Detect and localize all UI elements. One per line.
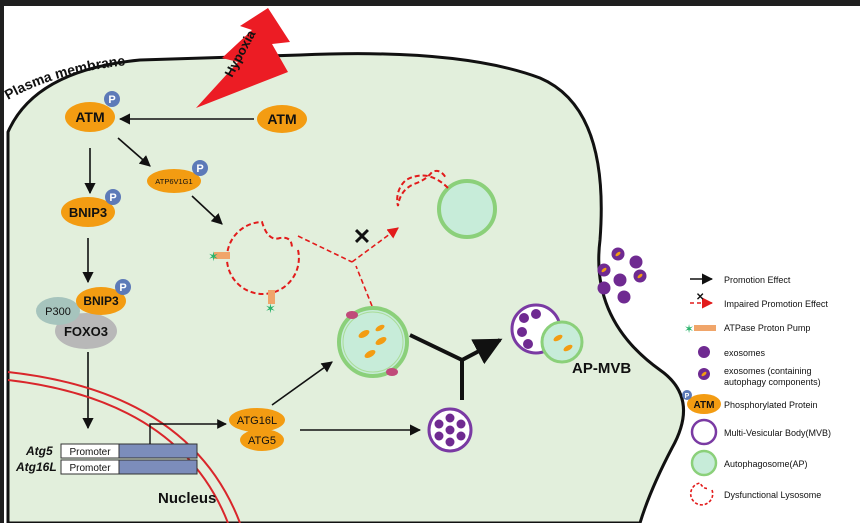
left-edge [0, 0, 4, 523]
atg16l-gene-body [118, 459, 198, 475]
atg16l-protein [229, 408, 285, 432]
ap-mvb-label: AP-MVB [572, 360, 631, 377]
fusion-arrow [461, 338, 503, 365]
phospho-badge-atm [104, 91, 120, 107]
svg-text:P: P [685, 393, 690, 400]
bnip3-protein [61, 197, 115, 227]
nucleus-envelope-outer [7, 371, 241, 524]
exosome-cluster [597, 247, 647, 304]
legend-pump-text: ATPase Proton Pump [724, 323, 810, 333]
legend-mvb-icon [690, 418, 718, 446]
ap-mvb-ap [540, 320, 584, 364]
p300-protein [36, 297, 80, 325]
atm-phospho-label: ATM [75, 109, 104, 125]
legend-ap-text: Autophagosome(AP) [724, 459, 808, 469]
p300-label: P300 [45, 306, 71, 318]
phospho-badge-bnip3-complex [115, 279, 131, 295]
svg-text:✕: ✕ [696, 292, 704, 303]
ap-cargo-4 [375, 324, 385, 332]
legend-exosome-icon [698, 346, 710, 358]
ap-membrane-mark-1 [346, 311, 358, 319]
bnip3-label: BNIP3 [69, 205, 107, 220]
legend-exosome-auto-text: exosomes (containing autophagy component… [724, 366, 821, 387]
bnip3-complex-label: BNIP3 [83, 294, 119, 308]
arrow-atm-to-atp6v1g1 [117, 137, 151, 167]
legend-promotion-text: Promotion Effect [724, 275, 791, 285]
phospho-badge-bnip3 [105, 189, 121, 205]
atm-phospho-protein [65, 102, 115, 132]
autophagosome [337, 306, 409, 378]
svg-text:✶: ✶ [208, 249, 219, 264]
phospho-badge-bnip3-text: P [109, 192, 116, 204]
impaired-fusion-arrow [351, 227, 399, 263]
arrow-atg-to-autophagosome [271, 361, 333, 406]
top-bar [0, 0, 860, 6]
nucleus-label: Nucleus [158, 490, 216, 507]
phospho-badge-atp6v1g1-text: P [196, 163, 203, 175]
ap-cargo-1 [358, 330, 370, 338]
dysfunctional-lysosome [225, 220, 300, 295]
autolysosome-lysosome [396, 169, 449, 207]
atg16l-promoter-label: Promoter [69, 463, 111, 474]
atg16l-gene-label: Atg16L [15, 460, 57, 474]
arrow-atp6v1g1-to-lysosome [191, 195, 223, 225]
legend-lyso-text: Dysfunctional Lysosome [724, 490, 821, 500]
atp6v1g1-label: ATP6V1G1 [155, 177, 192, 186]
atg5-gene-body [118, 443, 198, 459]
impaired-cross-mark: ✕ [353, 224, 371, 249]
impaired-lysosome-to-junction [297, 235, 353, 263]
svg-text:✶: ✶ [684, 322, 694, 336]
phospho-badge-atm-text: P [108, 94, 115, 106]
autolysosome-ap [437, 179, 497, 239]
legend-phospho-icon: ATM P [682, 390, 721, 414]
ap-cargo-2 [375, 337, 387, 345]
legend-lyso-icon [689, 482, 714, 506]
legend-ap-icon [690, 449, 718, 477]
hypoxia-bolt [196, 8, 290, 108]
atg5-promoter-label: Promoter [69, 447, 111, 458]
legend-exosome-auto-line-1: exosomes (containing [724, 366, 812, 376]
ap-mvb-vesicles [517, 309, 541, 349]
proton-pump-left: ✶ [208, 249, 230, 264]
atp6v1g1-protein [147, 169, 201, 193]
impaired-ap-to-junction [355, 265, 373, 307]
proton-pump-bottom: ✶ [265, 290, 276, 316]
legend-phospho-text: Phosphorylated Protein [724, 400, 818, 410]
atg16l-protein-label: ATG16L [237, 415, 277, 427]
legend-exosome-auto-line-2: autophagy components) [724, 377, 821, 387]
arrow-transcription [149, 419, 227, 444]
svg-text:✶: ✶ [265, 301, 276, 316]
atg5-protein-label: ATG5 [248, 435, 276, 447]
atg5-gene-label: Atg5 [25, 444, 53, 458]
legend-mvb-text: Multi-Vesicular Body(MVB) [724, 428, 831, 438]
foxo3-label: FOXO3 [64, 324, 108, 339]
bnip3-complex-protein [76, 287, 126, 315]
ap-cargo-3 [364, 350, 376, 358]
atm-label: ATM [267, 111, 296, 127]
legend: Promotion Effect ✕ Impaired Promotion Ef… [682, 273, 831, 506]
mvb-vesicles [434, 413, 466, 447]
legend-pump-icon: ✶ [684, 322, 716, 336]
nucleus-envelope-inner [7, 379, 229, 524]
phospho-badge-bnip3-complex-text: P [119, 282, 126, 294]
legend-impaired-text: Impaired Promotion Effect [724, 299, 828, 309]
legend-exosome-text: exosomes [724, 348, 766, 358]
atm-protein [257, 105, 307, 133]
svg-text:ATM: ATM [694, 400, 715, 411]
ap-membrane-mark-2 [386, 368, 398, 376]
legend-exosome-auto-icon [698, 368, 710, 380]
atg5-protein [240, 429, 284, 451]
phospho-badge-atp6v1g1 [192, 160, 208, 176]
